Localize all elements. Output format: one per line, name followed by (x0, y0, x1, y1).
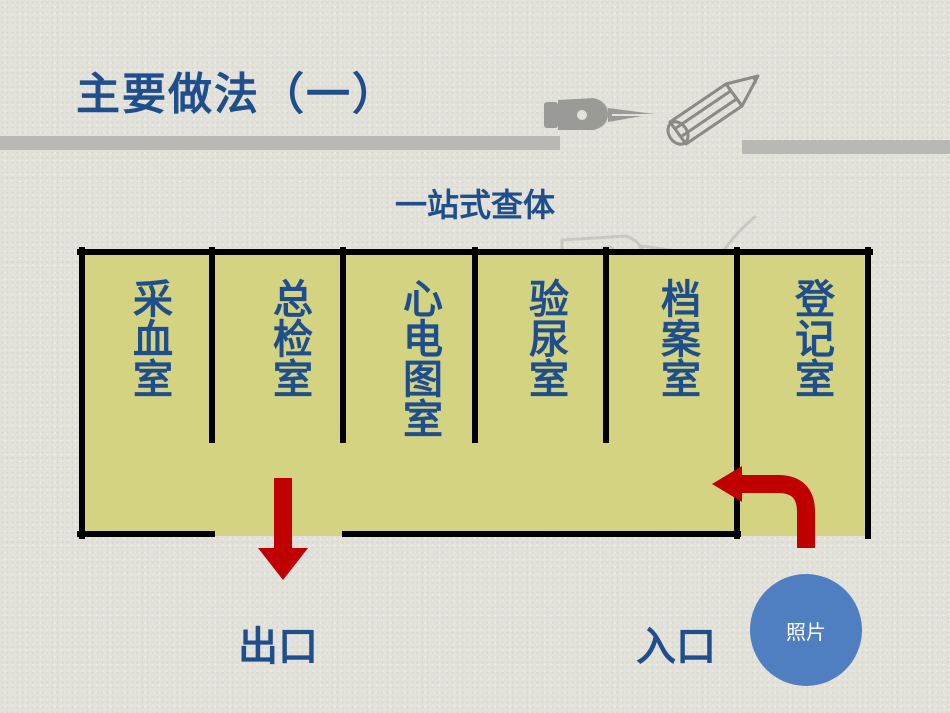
entrance-label: 入口 (636, 624, 716, 670)
room-label-urine: 验尿室 (522, 278, 568, 398)
room-label-blood: 采血室 (126, 278, 172, 398)
title-underline-bar (0, 136, 560, 150)
diagram-subtitle: 一站式查体 (394, 186, 555, 224)
right-decor-bar (742, 140, 950, 154)
room-label-archive: 档案室 (654, 278, 700, 398)
exit-arrow (258, 478, 308, 580)
photo-label: 照片 (786, 619, 826, 644)
pencil-icon (666, 74, 760, 146)
room-label-ecg: 心电图室 (396, 278, 442, 438)
slide-title: 主要做法（一） (76, 69, 398, 120)
pen-nib-icon (544, 98, 654, 130)
entrance-arrow (712, 466, 815, 548)
room-label-general-check: 总检室 (266, 278, 312, 398)
photo-circle: 照片 (750, 574, 862, 686)
exit-label: 出口 (238, 624, 318, 670)
room-label-registration: 登记室 (788, 278, 834, 398)
